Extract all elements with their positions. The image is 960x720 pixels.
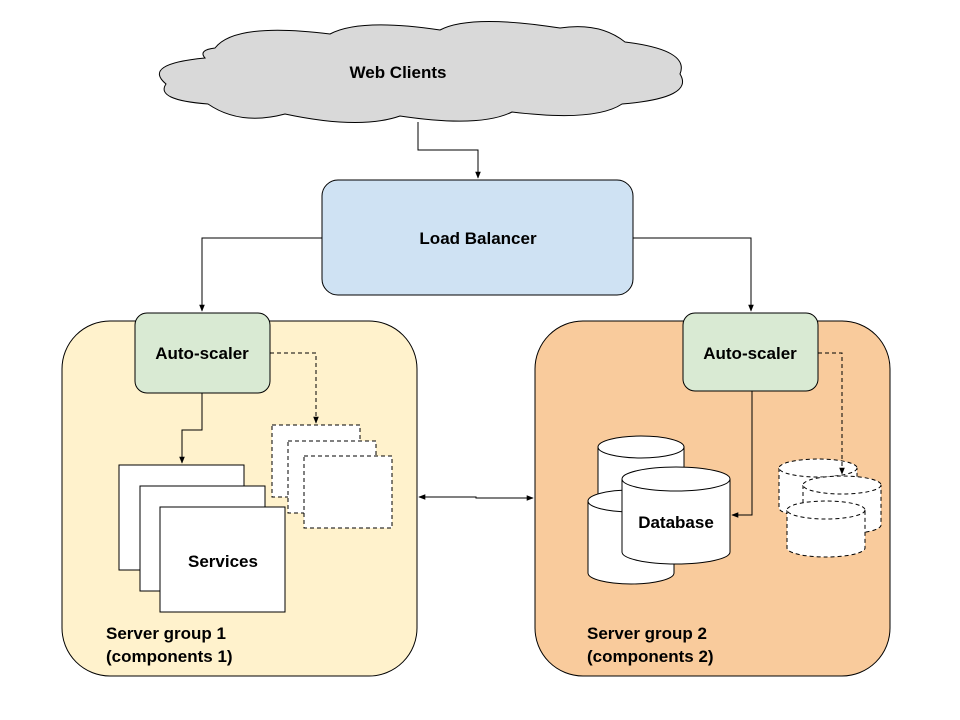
server-group-2-title: Server group 2 xyxy=(587,624,707,643)
scaled-services-stack xyxy=(271,424,393,529)
database-cylinder-main xyxy=(621,466,731,565)
web-clients-cloud: Web Clients xyxy=(159,21,683,124)
group-bidirectional-arrow xyxy=(418,494,534,501)
clients-to-load-balancer-arrow xyxy=(417,122,481,179)
services-label: Services xyxy=(188,552,258,571)
server-group-2-subtitle: (components 2) xyxy=(587,647,714,666)
server-group-1-subtitle: (components 1) xyxy=(106,647,233,666)
web-clients-label: Web Clients xyxy=(350,63,447,82)
service-page-front xyxy=(159,506,286,613)
load-balancer: Load Balancer xyxy=(321,179,634,296)
autoscaler-1-to-services-arrow xyxy=(179,393,203,464)
autoscaler-2-to-database-arrow xyxy=(731,391,753,518)
load-balancer-to-autoscaler-1-arrow xyxy=(199,237,322,312)
server-group-1-title: Server group 1 xyxy=(106,624,226,643)
autoscaler-2-to-scaled-db-arrow xyxy=(818,352,845,475)
auto-scaler-1: Auto-scaler xyxy=(134,312,271,394)
load-balancer-label: Load Balancer xyxy=(419,229,537,248)
server-group-1-label: Server group 1 (components 1) xyxy=(106,624,233,666)
database-label: Database xyxy=(638,513,714,532)
auto-scaler-2: Auto-scaler xyxy=(682,312,819,392)
database-cluster: Database xyxy=(587,435,731,585)
server-group-2-label: Server group 2 (components 2) xyxy=(587,624,714,666)
autoscaler-1-to-scaled-services-arrow xyxy=(270,352,319,424)
load-balancer-to-autoscaler-2-arrow xyxy=(633,237,754,312)
scaled-service-front xyxy=(303,455,393,529)
scaled-database-cluster xyxy=(778,458,882,558)
services-stack: Services xyxy=(118,464,286,613)
auto-scaler-2-label: Auto-scaler xyxy=(703,344,797,363)
scaled-db-front xyxy=(786,500,866,558)
auto-scaler-1-label: Auto-scaler xyxy=(155,344,249,363)
